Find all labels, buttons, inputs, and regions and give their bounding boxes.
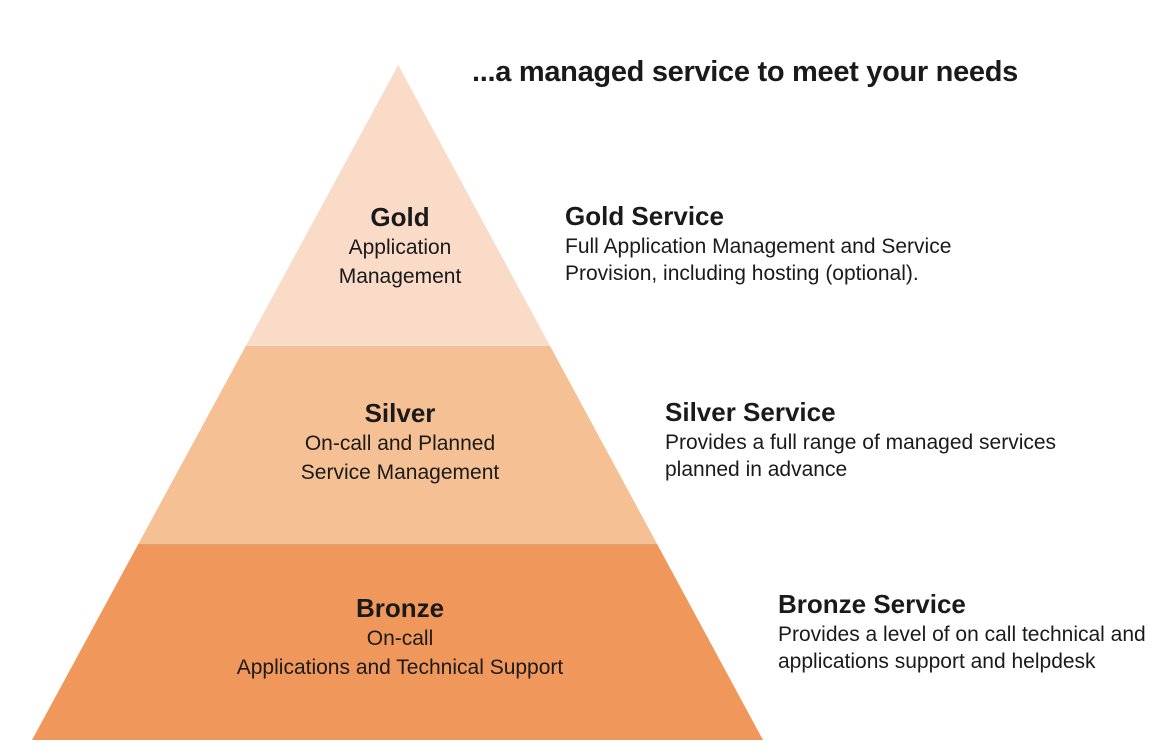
bronze-tier-sublabel-line2: Applications and Technical Support (236, 656, 564, 679)
silver-tier-sublabel-line2: Service Management (300, 461, 500, 484)
slide-title: ...a managed service to meet your needs (472, 56, 1018, 88)
silver-tier-sublabel-line1: On-call and Planned (304, 432, 496, 455)
gold-service-line2: Provision, including hosting (optional). (565, 262, 919, 285)
gold-service-line1: Full Application Management and Service (565, 235, 952, 258)
silver-service-line1: Provides a full range of managed service… (665, 431, 1057, 454)
bronze-tier-label: Bronze On-call Applications and Technica… (198, 592, 602, 682)
silver-tier-label: Silver On-call and Planned Service Manag… (198, 397, 602, 487)
bronze-tier-name: Bronze (355, 593, 445, 623)
silver-service-description: Silver Service Provides a full range of … (665, 396, 1056, 483)
bronze-service-description: Bronze Service Provides a level of on ca… (778, 588, 1146, 675)
gold-tier-sublabel-line2: Management (338, 265, 462, 288)
gold-service-description: Gold Service Full Application Management… (565, 200, 951, 287)
silver-service-title: Silver Service (665, 397, 836, 427)
gold-tier-name: Gold (370, 202, 430, 232)
gold-tier-sublabel-line1: Application (348, 236, 452, 259)
bronze-tier-sublabel-line1: On-call (366, 627, 434, 650)
gold-tier-label: Gold Application Management (198, 201, 602, 291)
silver-tier-name: Silver (364, 398, 436, 428)
bronze-service-line2: applications support and helpdesk (778, 650, 1096, 673)
bronze-service-title: Bronze Service (778, 589, 966, 619)
gold-service-title: Gold Service (565, 201, 724, 231)
bronze-band (32, 545, 763, 740)
bronze-service-line1: Provides a level of on call technical an… (778, 623, 1146, 646)
silver-service-line2: planned in advance (665, 458, 848, 481)
